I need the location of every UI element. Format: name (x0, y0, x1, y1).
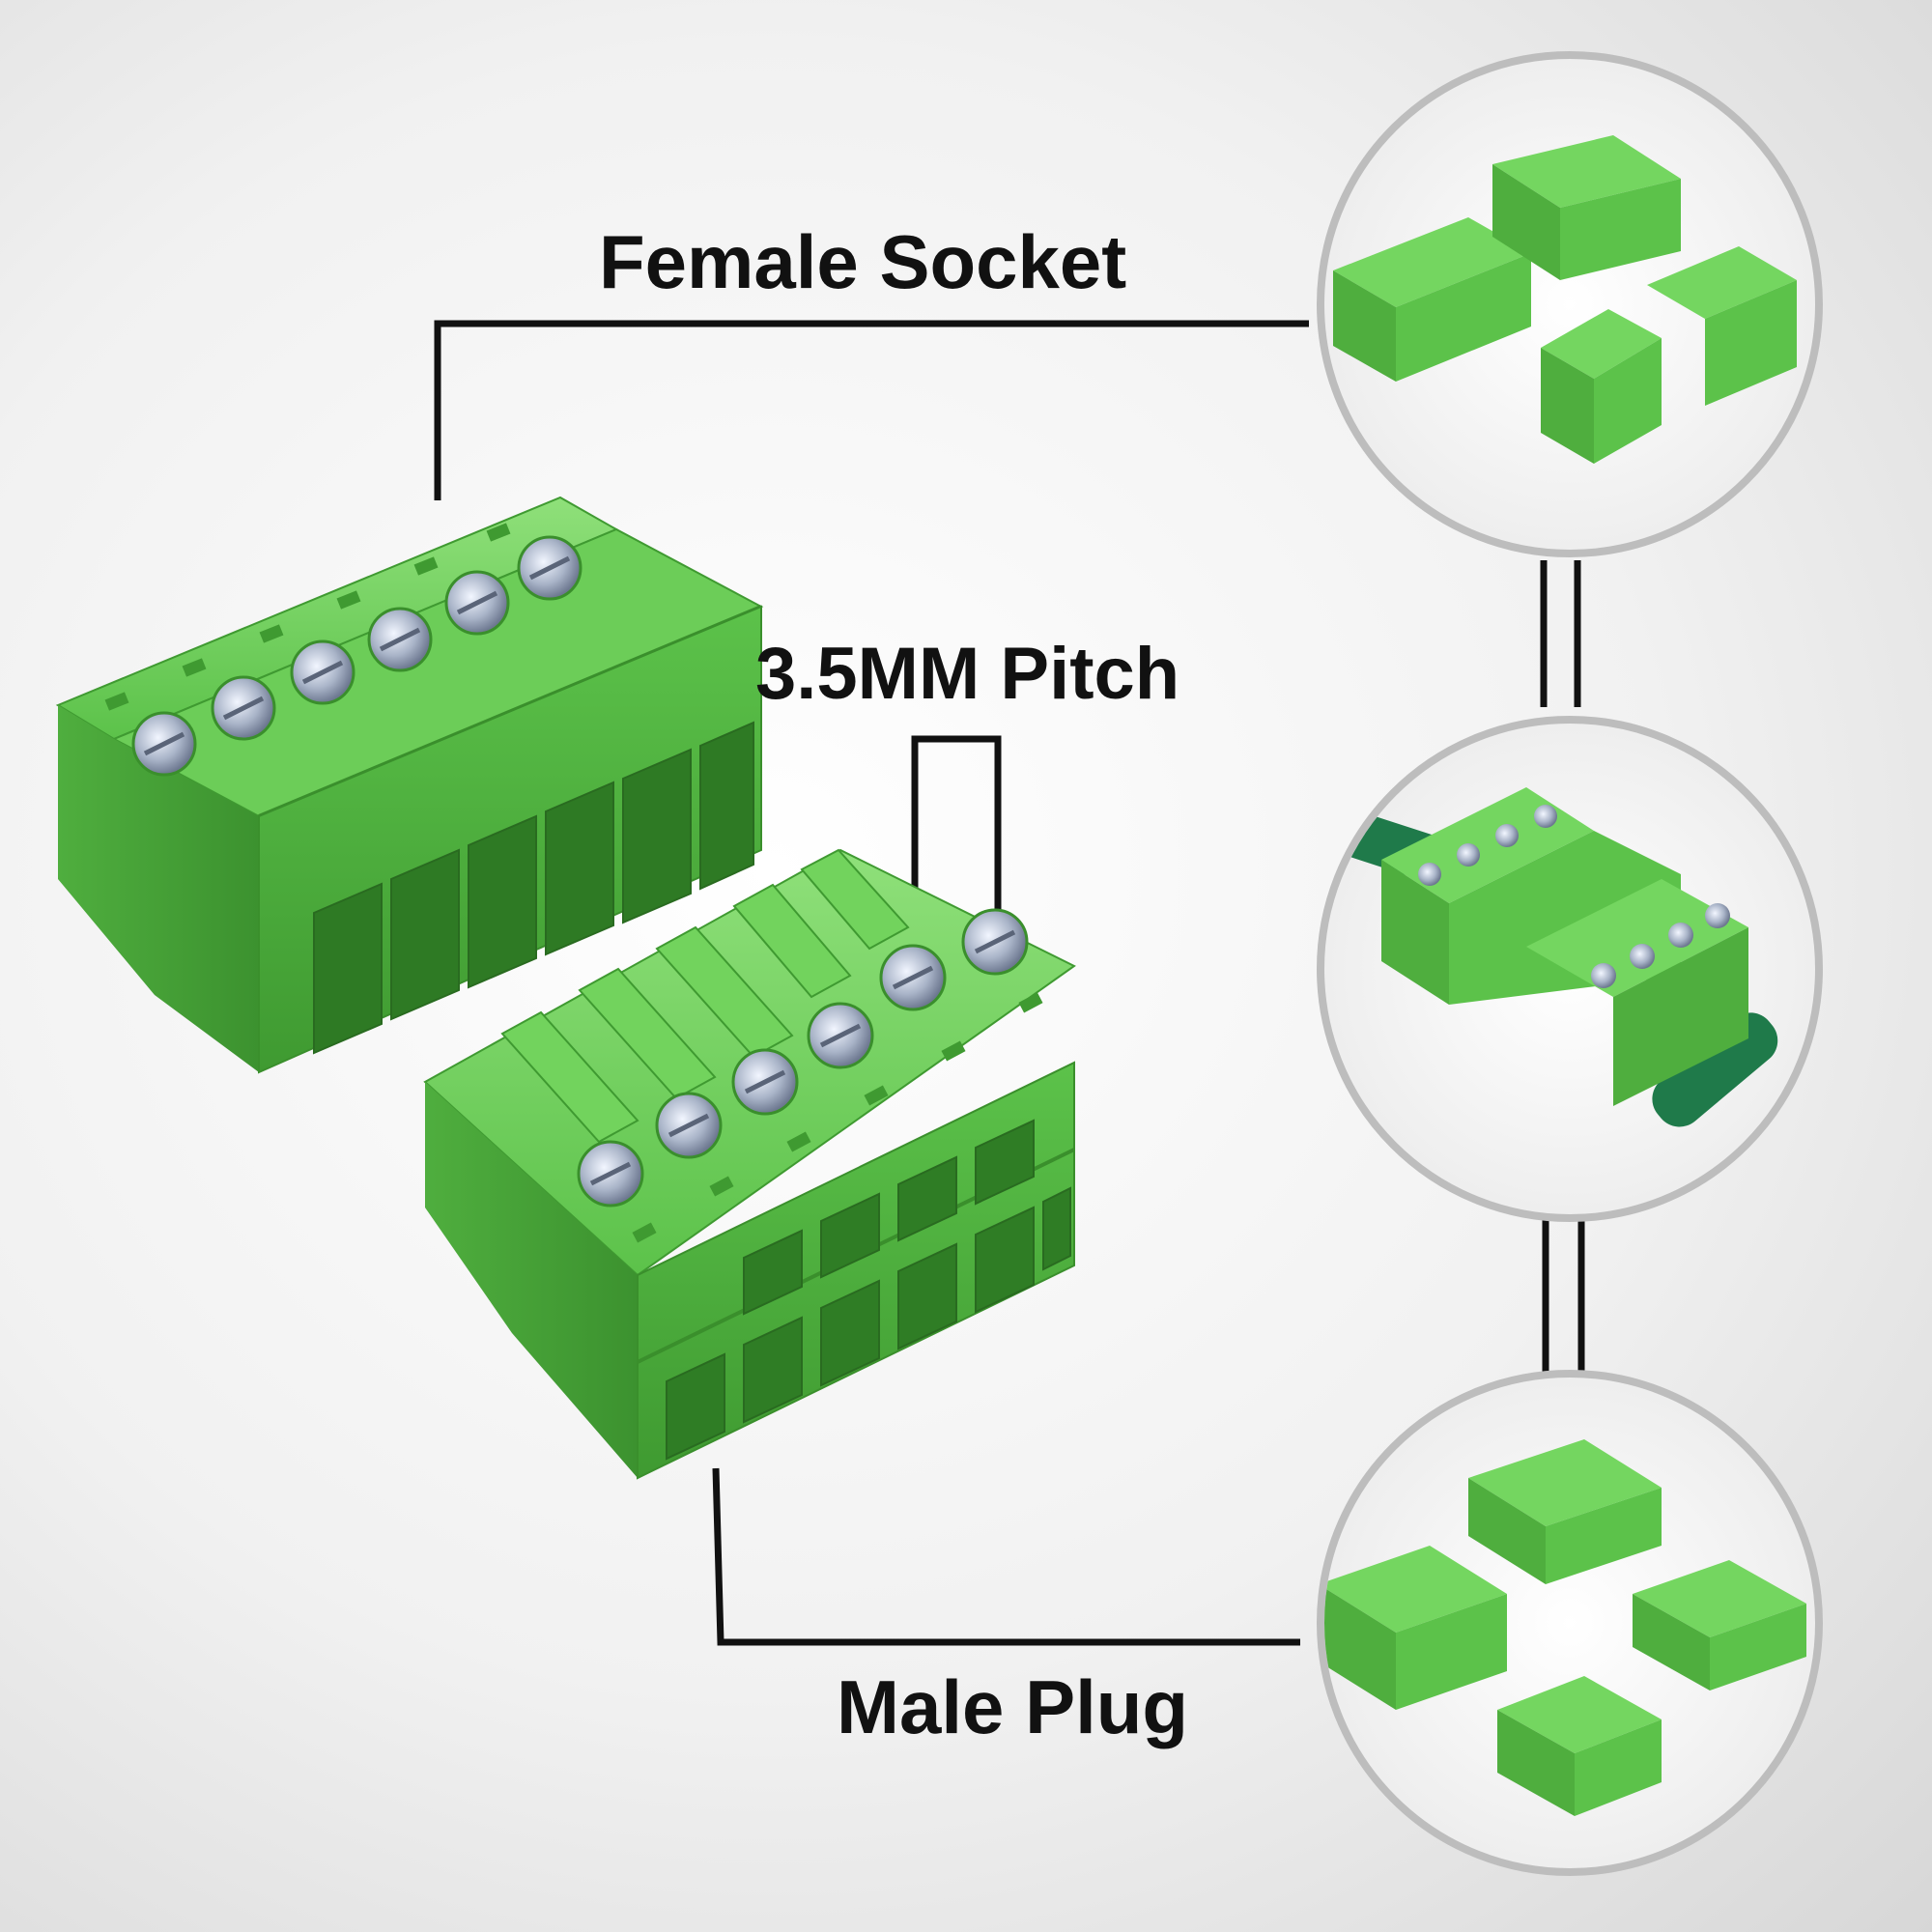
pitch-label: 3.5MM Pitch (755, 633, 1180, 715)
inset-male-plug-variants (1317, 1370, 1823, 1876)
male-plug-leader (712, 1467, 1300, 1646)
female-socket-connector (55, 496, 764, 1074)
male-plug-label: Male Plug (837, 1664, 1189, 1749)
inset-female-socket-variants (1317, 51, 1823, 557)
leader-lines (434, 320, 1585, 1646)
inset-mated-connector (1317, 716, 1823, 1222)
female-socket-label: Female Socket (599, 219, 1127, 304)
male-plug-connector (423, 848, 1076, 1480)
female-socket-leader (434, 320, 1309, 500)
pitch-bracket (911, 735, 1002, 971)
